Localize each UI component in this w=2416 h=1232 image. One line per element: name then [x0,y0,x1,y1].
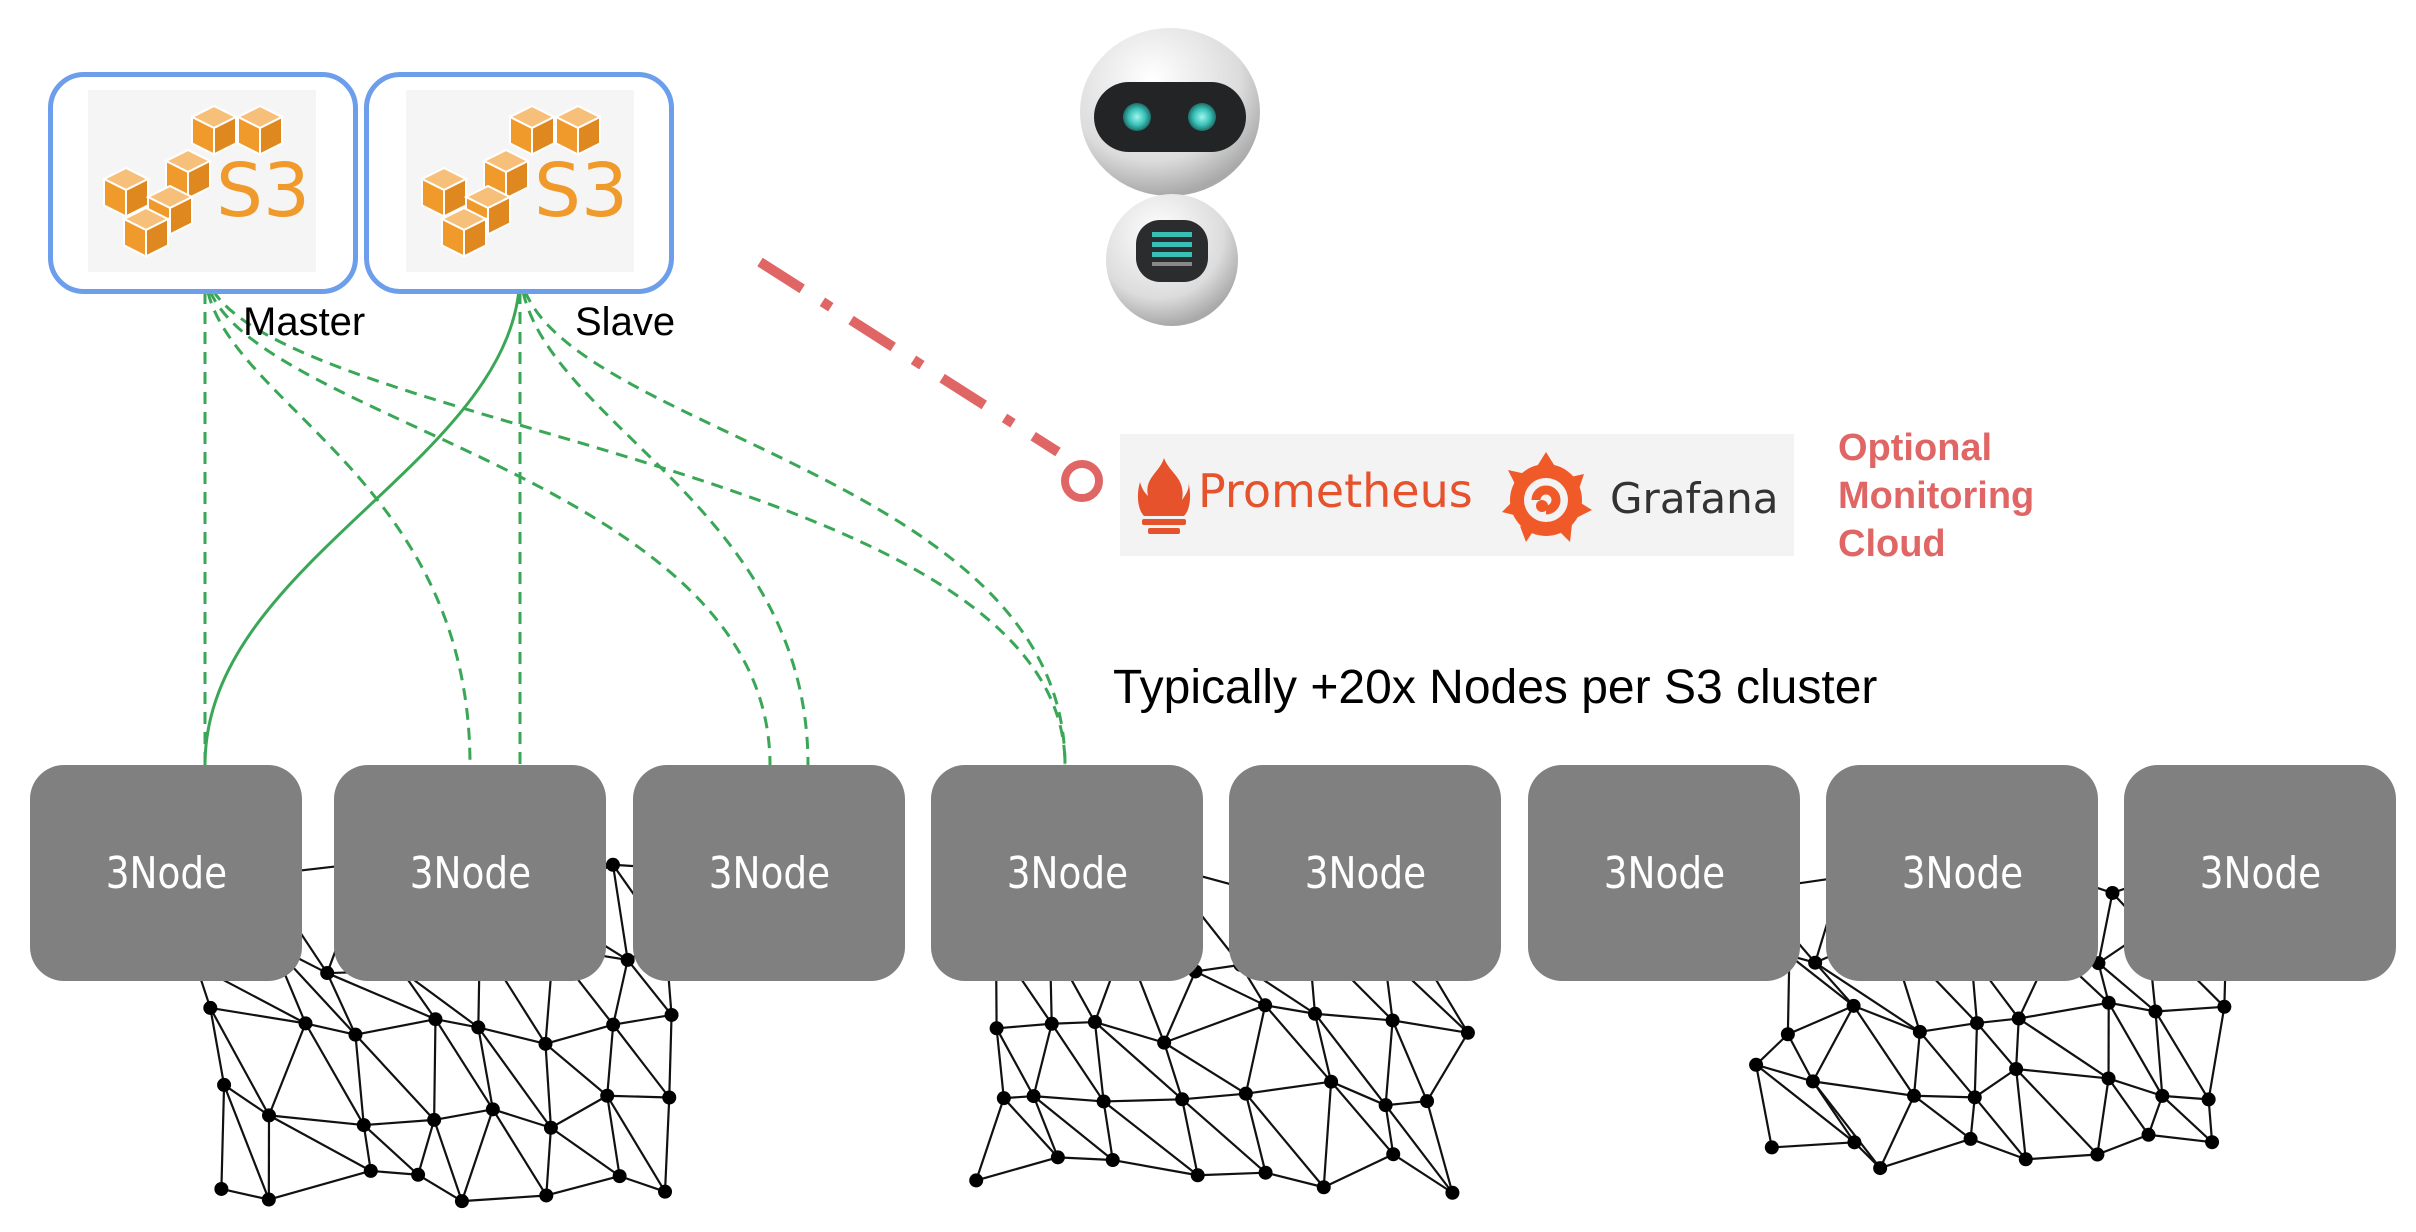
monitoring-connector [757,257,1103,502]
s3-master-logo: S3 [88,90,316,272]
node-1[interactable]: 3Node [30,765,302,981]
s3-slave-label: Slave [575,300,676,344]
prometheus-flame-icon [1137,458,1191,534]
prometheus-logo: Prometheus [1120,434,1494,556]
optional-monitoring-cloud-label: Optional Monitoring Cloud [1838,427,2035,565]
slave-link-node1 [203,271,522,766]
s3-master-label: Master [243,300,366,344]
node-5[interactable]: 3Node [1229,765,1501,981]
slave-link-node3 [518,271,810,766]
grafana-text: Grafana [1610,474,1779,523]
grafana-logo: Grafana [1494,434,1794,556]
node-7[interactable]: 3Node [1826,765,2098,981]
prometheus-text: Prometheus [1198,464,1473,518]
aws-boxes-icon: S3 [101,104,310,259]
svg-text:S3: S3 [216,148,310,234]
grafana-swirl-icon [1502,452,1592,542]
node-8[interactable]: 3Node [2124,765,2396,981]
master-link-node2 [203,271,472,766]
connection-links [203,271,1067,766]
svg-text:S3: S3 [534,148,628,234]
node-4[interactable]: 3Node [931,765,1203,981]
aws-boxes-icon: S3 [419,104,628,259]
s3-slave-logo: S3 [406,90,634,272]
node-3[interactable]: 3Node [633,765,905,981]
master-link-node3 [203,271,772,766]
node-6[interactable]: 3Node [1528,765,1800,981]
slave-link-node4 [518,271,1067,766]
nodes-caption: Typically +20x Nodes per S3 cluster [1113,661,1878,714]
master-link-node4 [203,271,1067,766]
node-2[interactable]: 3Node [334,765,606,981]
robot-icon [1080,28,1260,326]
